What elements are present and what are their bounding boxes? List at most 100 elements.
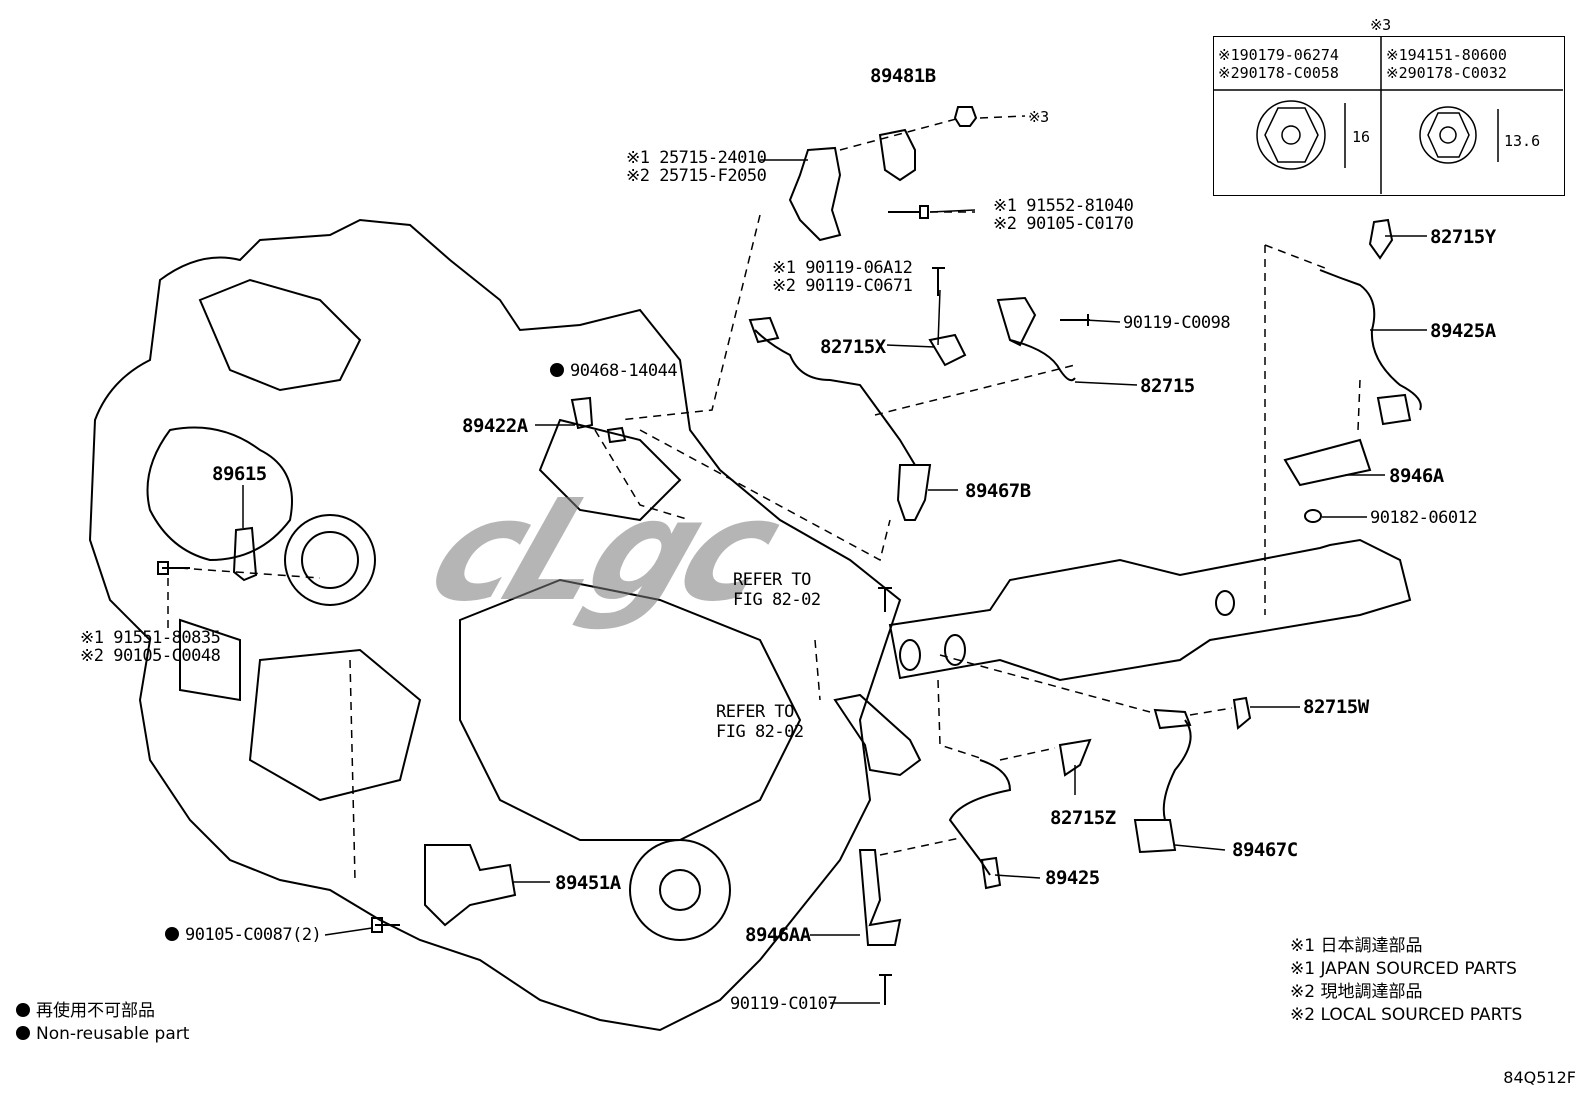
leader-line xyxy=(937,289,941,346)
dashed-line xyxy=(814,639,821,701)
label-90468-14044[interactable]: 90468-14044 xyxy=(550,361,678,381)
part-90468-clip xyxy=(606,426,627,444)
non-reusable-dot-icon xyxy=(16,1003,30,1017)
table-left-dim: 16 xyxy=(1352,128,1371,146)
refer-fig-1-line2[interactable]: FIG 82-02 xyxy=(733,590,821,610)
part-82715W xyxy=(1232,696,1252,730)
label-90182-06012[interactable]: 90182-06012 xyxy=(1370,508,1478,528)
engine-pulley xyxy=(284,514,376,606)
legend-non-reusable-en: Non-reusable part xyxy=(16,1023,189,1045)
label-82715Z[interactable]: 82715Z xyxy=(1050,807,1116,829)
exhaust-flange xyxy=(944,634,966,666)
refer-fig-1-line1[interactable]: REFER TO xyxy=(733,570,811,590)
engine-detail xyxy=(248,648,422,802)
part-82715X xyxy=(928,333,967,367)
label-90119-2[interactable]: ※2 90119-C0671 xyxy=(772,276,913,296)
label-89425[interactable]: 89425 xyxy=(1045,867,1100,889)
label-90105-C0087[interactable]: 90105-C0087(2) xyxy=(165,925,322,945)
label-91552-2[interactable]: ※2 90105-C0170 xyxy=(993,214,1134,234)
nut-hole-large xyxy=(1281,125,1301,145)
label-25715-2[interactable]: ※2 25715-F2050 xyxy=(626,166,767,186)
engine-detail xyxy=(146,426,293,562)
part-bolt xyxy=(371,917,400,933)
label-8946AA[interactable]: 8946AA xyxy=(745,924,811,946)
label-89615[interactable]: 89615 xyxy=(212,463,267,485)
label-90119-C0107[interactable]: 90119-C0107 xyxy=(730,994,838,1014)
non-reusable-dot-icon xyxy=(550,363,564,377)
label-82715Y[interactable]: 82715Y xyxy=(1430,226,1496,248)
part-82715-wire xyxy=(1009,339,1076,382)
part-89425A-cable xyxy=(1319,269,1422,411)
leader-line xyxy=(1074,381,1138,386)
label-ref3: ※3 xyxy=(1028,108,1049,126)
engine-pulley xyxy=(301,531,359,589)
part-89451A xyxy=(424,844,517,927)
dashed-line xyxy=(639,429,891,562)
part-nut xyxy=(953,106,978,127)
note-2-jp: ※2 現地調達部品 xyxy=(1290,982,1423,1002)
part-bolt xyxy=(879,974,892,1005)
label-8946A[interactable]: 8946A xyxy=(1389,465,1444,487)
label-89451A[interactable]: 89451A xyxy=(555,872,621,894)
leader-line xyxy=(886,344,936,348)
label-90119-1[interactable]: ※1 90119-06A12 xyxy=(772,258,913,278)
label-90119-C0098[interactable]: 90119-C0098 xyxy=(1123,313,1231,333)
refer-fig-2-line2[interactable]: FIG 82-02 xyxy=(716,722,804,742)
non-reusable-dot-icon xyxy=(16,1026,30,1040)
label-82715W[interactable]: 82715W xyxy=(1303,696,1369,718)
engine-detail xyxy=(538,418,682,522)
part-89467C-cable xyxy=(1162,719,1192,821)
part-82715Y xyxy=(1368,218,1394,260)
nut-spec-table: ※190179-06274 ※290178-C0058 16 ※194151-8… xyxy=(1213,36,1565,196)
dashed-line xyxy=(179,567,321,579)
refer-fig-2-line1[interactable]: REFER TO xyxy=(716,702,794,722)
label-89422A[interactable]: 89422A xyxy=(462,415,528,437)
dashed-line xyxy=(999,747,1056,761)
part-82715 xyxy=(996,296,1037,347)
dashed-line xyxy=(879,837,961,856)
leader-line xyxy=(994,874,1041,879)
label-25715-1[interactable]: ※1 25715-24010 xyxy=(626,148,767,168)
table-header-mark: ※3 xyxy=(1370,16,1391,34)
dashed-line xyxy=(1189,707,1233,716)
label-89467B[interactable]: 89467B xyxy=(965,480,1031,502)
dashed-line xyxy=(979,115,1026,119)
leader-line xyxy=(1174,844,1226,851)
part-89422A xyxy=(570,396,594,430)
diagram-code: 84Q512F xyxy=(1503,1068,1576,1087)
part-bolt xyxy=(932,267,945,296)
dashed-line xyxy=(839,117,961,151)
part-bolt xyxy=(878,587,892,612)
table-left-line1: ※190179-06274 xyxy=(1218,46,1339,64)
label-89467C[interactable]: 89467C xyxy=(1232,839,1298,861)
label-91551-2[interactable]: ※2 90105-C0048 xyxy=(80,646,221,666)
dashed-line xyxy=(937,679,981,759)
label-82715[interactable]: 82715 xyxy=(1140,375,1195,397)
part-82715Z xyxy=(1058,738,1092,777)
part-89467C-plug xyxy=(1133,819,1177,854)
leader-line xyxy=(929,209,976,213)
table-left-line2: ※290178-C0058 xyxy=(1218,64,1339,82)
part-8946AA xyxy=(858,849,902,946)
engine-outline xyxy=(88,218,902,1032)
label-91552-1[interactable]: ※1 91552-81040 xyxy=(993,196,1134,216)
dashed-line xyxy=(874,364,1076,416)
transmission-detail xyxy=(629,839,731,941)
transmission-detail xyxy=(459,578,802,841)
label-89481B[interactable]: 89481B xyxy=(870,65,936,87)
nut-flange-large xyxy=(1256,100,1326,170)
label-82715X[interactable]: 82715X xyxy=(820,336,886,358)
part-90182-nut xyxy=(1304,509,1322,523)
dashed-line xyxy=(1357,379,1361,431)
non-reusable-dot-icon xyxy=(165,927,179,941)
label-89425A[interactable]: 89425A xyxy=(1430,320,1496,342)
exhaust-pipe xyxy=(888,538,1412,682)
dashed-line xyxy=(594,429,691,521)
dashed-line xyxy=(619,214,761,421)
label-91551-1[interactable]: ※1 91551-80835 xyxy=(80,628,221,648)
part-89425 xyxy=(980,856,1002,890)
part-8946A xyxy=(1283,438,1372,487)
table-right-line2: ※290178-C0032 xyxy=(1386,64,1507,82)
part-89425-cable xyxy=(948,759,1012,876)
